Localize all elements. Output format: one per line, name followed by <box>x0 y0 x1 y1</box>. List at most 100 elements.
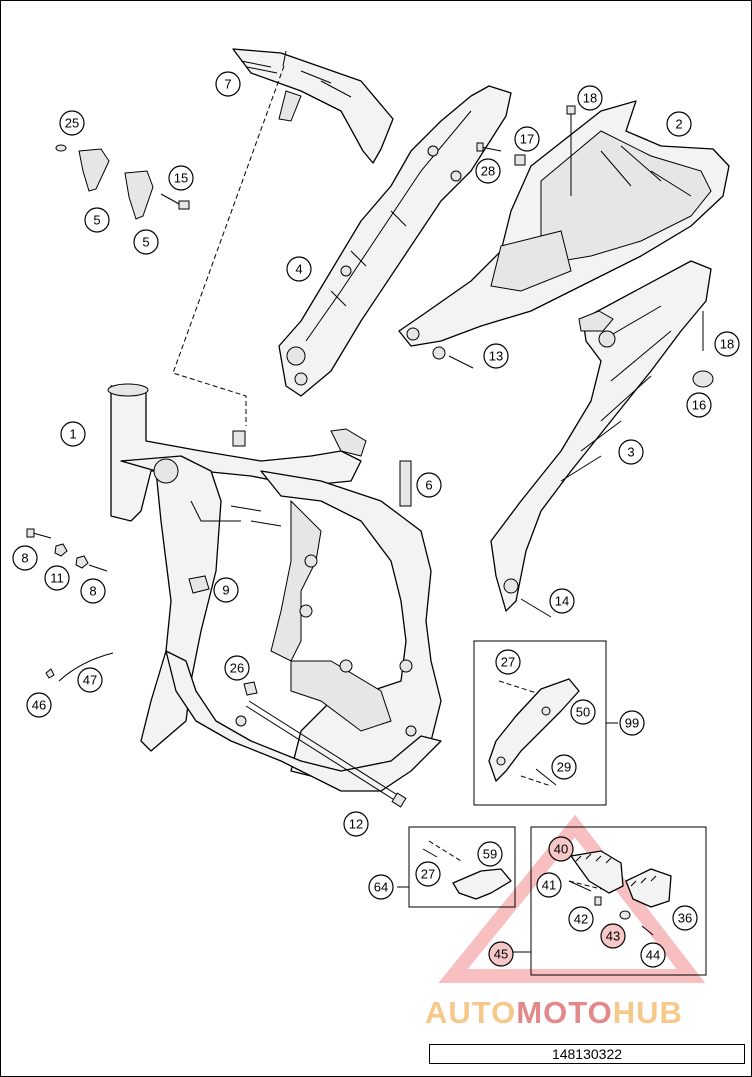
callout-label: 1 <box>69 427 76 442</box>
callout-15: 15 <box>168 165 194 191</box>
callout-circle <box>12 545 38 571</box>
callout-label: 14 <box>555 594 569 609</box>
callout-label: 45 <box>494 947 508 962</box>
callout-circle <box>549 588 575 614</box>
callout-17: 17 <box>514 126 540 152</box>
callout-label: 13 <box>489 349 503 364</box>
callout-circle <box>477 841 503 867</box>
callout-label: 3 <box>627 445 634 460</box>
callout-4: 4 <box>286 256 312 282</box>
callout-13: 13 <box>483 343 509 369</box>
callout-circle <box>714 331 740 357</box>
callout-label: 25 <box>65 116 79 131</box>
callout-36: 36 <box>672 905 698 931</box>
group-box-99 <box>473 640 618 806</box>
callout-26: 26 <box>224 655 250 681</box>
callout-5: 5 <box>84 207 110 233</box>
watermark-text-c: HUB <box>612 995 683 1030</box>
callout-8: 8 <box>80 578 106 604</box>
callout-circle <box>213 577 239 603</box>
callout-circle <box>570 699 596 725</box>
callout-label: 15 <box>174 171 188 186</box>
callout-label: 59 <box>483 847 497 862</box>
callout-27: 27 <box>415 861 441 887</box>
callout-label: 27 <box>421 867 435 882</box>
callout-50: 50 <box>570 699 596 725</box>
callout-43: 43 <box>600 923 626 949</box>
callout-label: 18 <box>720 337 734 352</box>
callout-16: 16 <box>686 392 712 418</box>
callout-circle <box>619 710 645 736</box>
callout-circle <box>640 942 666 968</box>
callout-circle <box>488 941 514 967</box>
callout-42: 42 <box>568 906 594 932</box>
callout-12: 12 <box>343 811 369 837</box>
callout-8: 8 <box>12 545 38 571</box>
callout-64: 64 <box>368 874 394 900</box>
callout-circle <box>286 256 312 282</box>
callout-47: 47 <box>77 667 103 693</box>
callout-label: 46 <box>32 698 46 713</box>
callout-label: 50 <box>576 705 590 720</box>
callout-label: 7 <box>224 77 231 92</box>
callout-44: 44 <box>640 942 666 968</box>
callout-label: 8 <box>89 584 96 599</box>
callout-7: 7 <box>215 71 241 97</box>
callout-label: 44 <box>646 948 660 963</box>
callout-circle <box>483 343 509 369</box>
callout-label: 8 <box>21 551 28 566</box>
watermark-text-b: MOTO <box>516 995 613 1030</box>
callout-1: 1 <box>60 421 86 447</box>
part-1-main-frame <box>107 383 442 792</box>
callout-11: 11 <box>44 565 70 591</box>
callout-14: 14 <box>549 588 575 614</box>
callout-99: 99 <box>619 710 645 736</box>
hardware-left-parts <box>26 144 412 696</box>
callout-circle <box>577 85 603 111</box>
callout-circle <box>44 565 70 591</box>
callout-label: 29 <box>557 760 571 775</box>
callout-circle <box>416 472 442 498</box>
callout-circle <box>215 71 241 97</box>
part-number-box: 148130322 <box>429 1044 745 1064</box>
callout-label: 42 <box>574 912 588 927</box>
callout-label: 40 <box>554 842 568 857</box>
callout-40: 40 <box>548 836 574 862</box>
callout-label: 4 <box>295 262 302 277</box>
callout-28: 28 <box>475 158 501 184</box>
callout-label: 99 <box>625 716 639 731</box>
callout-label: 26 <box>230 661 244 676</box>
callout-circle <box>514 126 540 152</box>
callout-2: 2 <box>666 111 692 137</box>
callout-label: 6 <box>425 478 432 493</box>
callout-9: 9 <box>213 577 239 603</box>
callout-45: 45 <box>488 941 514 967</box>
callout-label: 5 <box>93 213 100 228</box>
callout-6: 6 <box>416 472 442 498</box>
callout-5: 5 <box>133 229 159 255</box>
callout-25: 25 <box>59 110 85 136</box>
part-2-rear-subframe <box>398 100 730 360</box>
callout-circle <box>59 110 85 136</box>
callout-label: 16 <box>692 398 706 413</box>
watermark-triangle <box>438 814 706 983</box>
callout-circle <box>26 692 52 718</box>
callout-circle <box>368 874 394 900</box>
callout-label: 28 <box>481 164 495 179</box>
callout-circle <box>551 754 577 780</box>
callout-label: 11 <box>50 571 64 586</box>
callout-circle <box>60 421 86 447</box>
callout-label: 5 <box>142 235 149 250</box>
callout-18: 18 <box>577 85 603 111</box>
callout-label: 64 <box>374 880 388 895</box>
watermark-text-a: AUTO <box>425 995 517 1030</box>
callout-circle <box>224 655 250 681</box>
callout-59: 59 <box>477 841 503 867</box>
callout-41: 41 <box>536 872 562 898</box>
callout-circle <box>666 111 692 137</box>
callout-circle <box>686 392 712 418</box>
callout-label: 2 <box>675 117 682 132</box>
